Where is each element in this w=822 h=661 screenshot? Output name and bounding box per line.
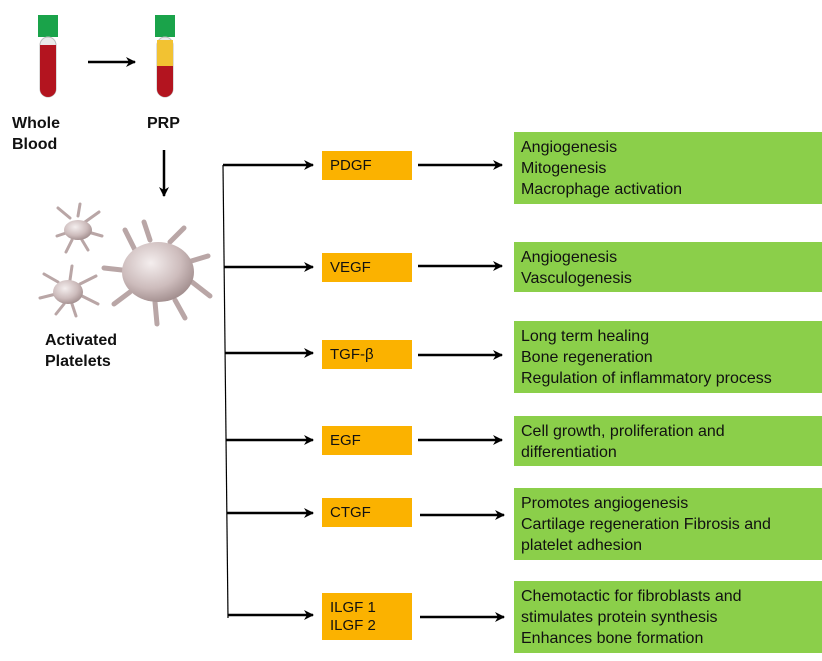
branch-trunk [222, 164, 229, 619]
factor-box-vegf: VEGF [322, 253, 412, 282]
effect-box-tgf-beta: Long term healing Bone regeneration Regu… [514, 321, 822, 393]
factor-label: TGF-β [330, 345, 374, 363]
effect-item: Angiogenesis [521, 249, 618, 266]
factor-label: EGF [330, 431, 361, 449]
effect-item: Long term healing [521, 328, 650, 345]
effect-box-ctgf: Promotes angiogenesis Cartilage regenera… [514, 488, 822, 560]
whole-blood-label: Whole Blood [12, 113, 60, 155]
effect-item: Regulation of inflammatory process [521, 370, 772, 387]
effect-item: Bone regeneration [521, 349, 653, 366]
effect-box-ilgf: Chemotactic for fibroblasts and stimulat… [514, 581, 822, 653]
effect-item: Cartilage regeneration Fibrosis and [521, 516, 771, 533]
prp-tube-icon [155, 15, 175, 98]
factor-label: ILGF 1 [330, 598, 376, 616]
platelet-icon [38, 264, 100, 318]
effect-box-egf: Cell growth, proliferation and different… [514, 416, 822, 466]
whole-blood-tube-icon [38, 15, 58, 98]
effect-item: Promotes angiogenesis [521, 495, 689, 512]
whole-blood-label-line-1: Whole [12, 115, 60, 132]
platelets-label-line-2: Platelets [45, 353, 111, 370]
effect-item: Cell growth, proliferation and [521, 423, 725, 440]
platelet-icon [101, 219, 213, 327]
prp-label: PRP [147, 115, 180, 132]
factor-box-ctgf: CTGF [322, 498, 412, 527]
factor-box-pdgf: PDGF [322, 151, 412, 180]
factor-label: ILGF 2 [330, 616, 376, 634]
factor-label: CTGF [330, 503, 371, 521]
effect-item: Enhances bone formation [521, 630, 704, 647]
effect-item: Macrophage activation [521, 181, 682, 198]
effect-item: Angiogenesis [521, 139, 618, 156]
platelet-icon [55, 202, 104, 254]
effect-item: Chemotactic for fibroblasts and [521, 588, 742, 605]
effect-item: Vasculogenesis [521, 270, 632, 287]
activated-platelets-label: Activated Platelets [45, 330, 117, 372]
effect-box-vegf: Angiogenesis Vasculogenesis [514, 242, 822, 292]
effect-item: platelet adhesion [521, 537, 642, 554]
effect-box-pdgf: Angiogenesis Mitogenesis Macrophage acti… [514, 132, 822, 204]
effect-item: differentiation [521, 444, 617, 461]
factor-label: VEGF [330, 258, 371, 276]
effect-item: Mitogenesis [521, 160, 607, 177]
factor-label: PDGF [330, 156, 372, 174]
platelets-label-line-1: Activated [45, 332, 118, 349]
factor-box-ilgf: ILGF 1 ILGF 2 [322, 593, 412, 640]
factor-box-egf: EGF [322, 426, 412, 455]
effect-item: stimulates protein synthesis [521, 609, 718, 626]
factor-box-tgf-beta: TGF-β [322, 340, 412, 369]
whole-blood-label-line-2: Blood [12, 136, 58, 153]
